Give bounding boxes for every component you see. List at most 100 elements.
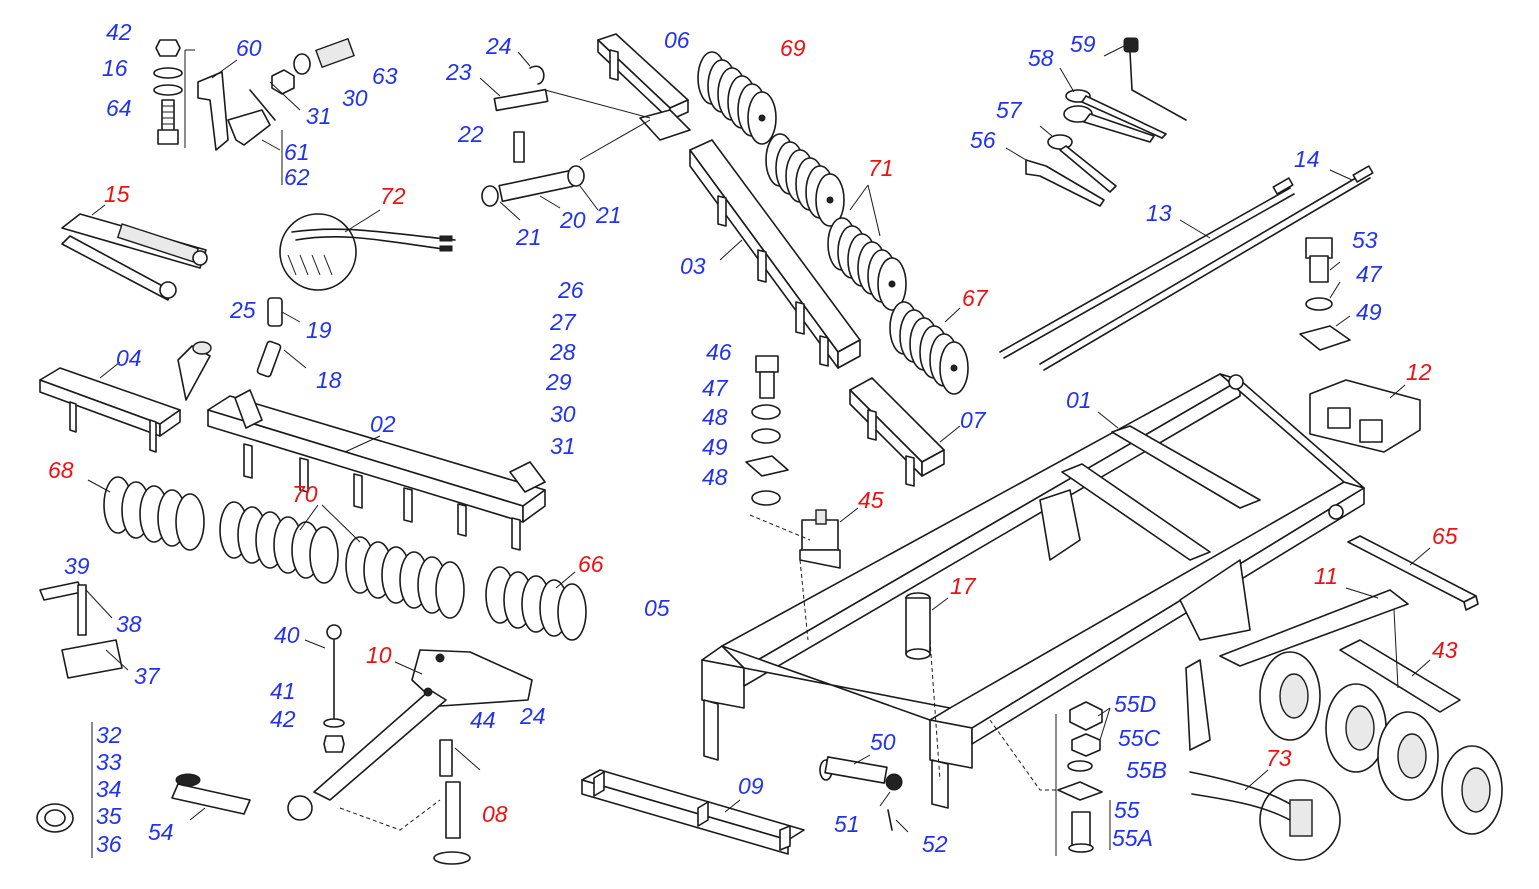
callout-31b: 31 (550, 433, 576, 459)
callout-30b: 30 (550, 401, 576, 427)
callout-55b: 55B (1126, 757, 1167, 783)
callout-22: 22 (457, 121, 484, 147)
callout-47a: 47 (702, 375, 729, 401)
callout-64: 64 (106, 95, 132, 121)
callout-03: 03 (680, 253, 706, 279)
callout-33: 33 (96, 749, 122, 775)
callout-29: 29 (545, 369, 572, 395)
callout-70: 70 (292, 481, 318, 507)
callout-37: 37 (134, 663, 161, 689)
callout-61: 61 (284, 139, 310, 165)
callout-38: 38 (116, 611, 142, 637)
wrench-56 (1005, 147, 1105, 207)
bolt-stack-55 (989, 701, 1111, 856)
callout-01: 01 (1066, 387, 1092, 413)
crumbler-roller-69 (697, 51, 777, 145)
main-frame-01 (701, 373, 1365, 809)
side-beam-04 (39, 341, 212, 453)
callout-48a: 48 (702, 404, 728, 430)
link-23-24 (479, 51, 549, 112)
callout-12: 12 (1406, 359, 1432, 385)
callout-25: 25 (229, 297, 256, 323)
callout-23: 23 (445, 59, 472, 85)
lock-pin-40 (304, 624, 345, 753)
callout-55: 55 (1114, 797, 1140, 823)
callout-20: 20 (559, 207, 586, 233)
frame-section-07 (849, 377, 961, 487)
callout-13: 13 (1146, 200, 1172, 226)
callout-43: 43 (1432, 637, 1458, 663)
shaft-20-22 (481, 131, 599, 221)
callout-35: 35 (96, 803, 122, 829)
callout-49b: 49 (1356, 299, 1382, 325)
callout-34: 34 (96, 776, 122, 802)
callout-24b: 24 (519, 703, 546, 729)
callout-11: 11 (1314, 563, 1338, 589)
axle-pin-50-52 (819, 754, 909, 833)
frame-beam-02 (207, 389, 546, 551)
callout-19: 19 (306, 317, 332, 343)
callout-30a: 30 (342, 85, 368, 111)
hydraulic-hoses-detail-72 (279, 209, 456, 291)
callout-47b: 47 (1356, 261, 1383, 287)
callout-14: 14 (1294, 146, 1320, 172)
callout-10: 10 (366, 642, 392, 668)
callout-55d: 55D (1114, 691, 1156, 717)
pins-18-19 (256, 297, 307, 378)
disc-gang-66 (485, 566, 587, 641)
crumbler-roller-71-a (765, 133, 845, 227)
bracket-12 (1309, 379, 1421, 453)
bushing-32-36 (36, 722, 93, 858)
callout-69: 69 (780, 35, 806, 61)
callout-31a: 31 (306, 103, 332, 129)
strap-54 (171, 773, 251, 821)
callout-39: 39 (64, 553, 90, 579)
hoses-detail-73 (1189, 769, 1341, 861)
callout-21b: 21 (595, 202, 622, 228)
callout-18: 18 (316, 367, 342, 393)
callout-44: 44 (470, 707, 496, 733)
callout-56: 56 (970, 127, 996, 153)
callout-72: 72 (380, 183, 406, 209)
callout-40: 40 (274, 622, 300, 648)
callout-42b: 42 (270, 706, 296, 732)
pin-clip-37-38-39 (39, 581, 129, 679)
callout-55c: 55C (1118, 725, 1161, 751)
callout-59: 59 (1070, 31, 1096, 57)
callout-07: 07 (960, 407, 987, 433)
callout-28: 28 (549, 339, 576, 365)
bolt-63-group (249, 37, 355, 185)
key-59 (1103, 37, 1187, 121)
callout-16: 16 (102, 55, 128, 81)
crumbler-roller-67 (889, 301, 969, 395)
cylinder-17 (905, 592, 949, 781)
callout-53: 53 (1352, 227, 1378, 253)
callout-02: 02 (370, 411, 396, 437)
wheel-set-43 (1185, 651, 1503, 835)
callout-67: 67 (962, 285, 989, 311)
callout-42a: 42 (106, 19, 132, 45)
callout-63: 63 (372, 63, 398, 89)
callout-48b: 48 (702, 464, 728, 490)
wheel-frame-11 (1219, 587, 1461, 713)
callout-68: 68 (48, 457, 74, 483)
callout-05: 05 (644, 595, 670, 621)
callout-41: 41 (270, 678, 296, 704)
wrench-57 (1039, 125, 1117, 193)
callout-09: 09 (738, 773, 764, 799)
bolt-washer-53-47-49 (1299, 237, 1351, 351)
rod-13-14 (999, 165, 1374, 371)
callout-27: 27 (549, 309, 577, 335)
callout-60: 60 (236, 35, 262, 61)
drawbar-65 (1347, 535, 1479, 611)
drawbar-10 (287, 649, 533, 821)
callout-55a: 55A (1112, 825, 1153, 851)
callout-71: 71 (868, 155, 894, 181)
callout-06: 06 (664, 27, 690, 53)
callout-08: 08 (482, 801, 508, 827)
callout-24a: 24 (485, 33, 512, 59)
callout-51: 51 (834, 811, 860, 837)
callout-65: 65 (1432, 523, 1458, 549)
callout-17: 17 (950, 573, 977, 599)
